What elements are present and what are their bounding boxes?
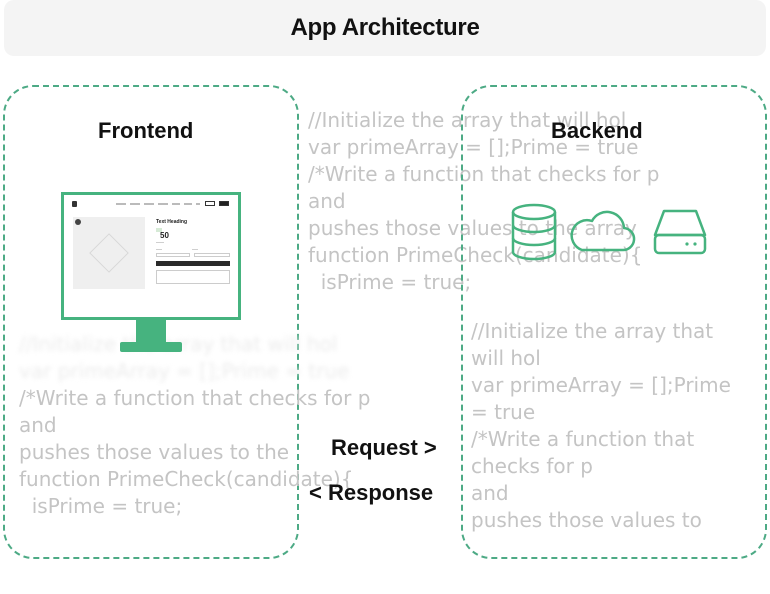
code-line: and (471, 481, 509, 505)
code-line: var primeArray = [];Prime = true (19, 359, 350, 383)
code-line: checks for p (471, 454, 593, 478)
mini-heading: Text Heading (156, 219, 188, 225)
frontend-code-block: //Initialize the array that will hol var… (19, 331, 370, 520)
mini-nav-link (116, 203, 126, 205)
code-line: and (19, 413, 57, 437)
mini-nav-link (196, 203, 200, 205)
code-line: isPrime = true; (19, 494, 183, 518)
mini-nav-link (130, 203, 140, 205)
backend-label: Backend (551, 118, 643, 143)
code-line: /*Write a function that (471, 427, 695, 451)
code-line: /*Write a function that checks for p (19, 386, 371, 410)
mini-cta-button (156, 261, 230, 266)
avatar (75, 219, 81, 225)
mini-nav-link (172, 203, 180, 205)
mini-register-button (219, 201, 229, 206)
mini-nav (72, 201, 232, 207)
mini-text-line (156, 249, 162, 250)
code-line: function PrimeCheck(candidate){ (19, 467, 354, 491)
cloud-icon (570, 210, 636, 252)
mini-description-box (156, 270, 230, 284)
monitor-neck (136, 320, 166, 344)
image-placeholder-icon (89, 233, 129, 273)
code-line: isPrime = true; (308, 270, 472, 294)
database-icon (511, 203, 557, 261)
mini-field (194, 253, 230, 257)
middle-code-block: //Initialize the array that will hol var… (308, 107, 659, 296)
mini-text-line (156, 242, 164, 243)
code-line: var primeArray = [];Prime (471, 373, 731, 397)
code-line: //Initialize the array that will hol (308, 108, 627, 132)
code-line: pushes those values to the (19, 440, 290, 464)
code-line: and (308, 189, 346, 213)
frontend-label: Frontend (98, 118, 194, 143)
backend-panel (461, 85, 767, 559)
mini-price: 50 (160, 231, 169, 240)
request-label: Request > (331, 435, 437, 460)
mini-field (156, 253, 190, 257)
response-label: < Response (309, 480, 434, 505)
code-line: will hol (471, 346, 541, 370)
monitor-base (120, 342, 182, 352)
page-title: App Architecture (290, 14, 480, 41)
mini-nav-link (144, 203, 154, 205)
code-line: //Initialize the array that (471, 319, 714, 343)
mini-price-tag (156, 228, 162, 232)
code-line: pushes those values to (471, 508, 702, 532)
code-line: var primeArray = [];Prime = true (308, 135, 639, 159)
backend-code-block: //Initialize the array that will hol var… (471, 318, 731, 534)
server-icon (653, 209, 707, 255)
mini-logo (72, 201, 77, 207)
mini-text-line (192, 249, 198, 250)
frontend-panel (3, 85, 299, 559)
monitor-screen: Text Heading 50 (61, 192, 241, 320)
title-bar: App Architecture (4, 0, 766, 56)
mini-product-image (73, 217, 145, 289)
mini-nav-link (158, 203, 168, 205)
mini-signin-button (205, 201, 215, 206)
code-line: function PrimeCheck(candidate){ (308, 243, 643, 267)
code-line: = true (471, 400, 536, 424)
code-line: /*Write a function that checks for p (308, 162, 660, 186)
mini-nav-link (184, 203, 192, 205)
